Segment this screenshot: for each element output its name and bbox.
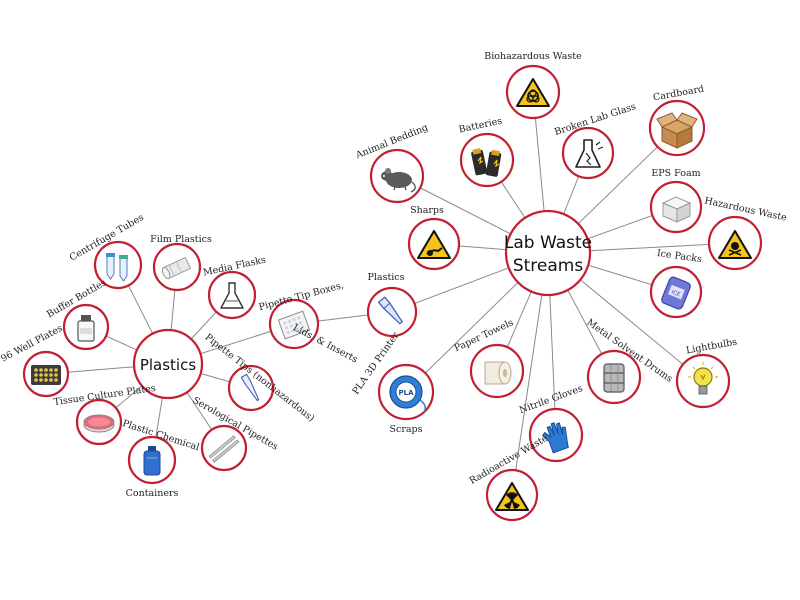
eps-foam-label: EPS Foam (651, 168, 700, 179)
main-hub-label-line2: Streams (513, 256, 584, 276)
pipette-tip-icon (240, 373, 260, 402)
main-hub[interactable]: Lab Waste Streams (504, 209, 592, 297)
main-hub-label-line1: Lab Waste (504, 233, 592, 253)
radiation-sign-icon (495, 482, 529, 511)
biohazard-sign-icon (516, 78, 550, 107)
skull-crossbones-icon (718, 230, 752, 259)
node-solvent-drums[interactable]: Metal Solvent Drums (584, 317, 675, 405)
serological-pipettes-icon (208, 435, 240, 463)
ice-packs-label: Ice Packs (656, 248, 703, 265)
tip-box-icon (277, 310, 311, 340)
batteries-label: Batteries (458, 116, 503, 136)
node-media-flasks[interactable]: Media Flasks (202, 255, 267, 320)
centrifuge-tubes-icon (106, 253, 128, 282)
node-eps-foam[interactable]: EPS Foam (649, 168, 703, 234)
plastics-link-label: Plastics (367, 272, 404, 283)
pla-filament-icon: PLA (389, 375, 427, 413)
sharps-warning-icon (417, 230, 451, 259)
plastics-hub[interactable]: Plastics (132, 328, 204, 400)
mouse-icon (381, 168, 416, 193)
node-pipette-tip-boxes[interactable]: Pipette Tip Boxes, Lids, & Inserts (258, 280, 360, 366)
well-plate-icon (31, 365, 61, 385)
chemical-containers-label2: Containers (126, 488, 179, 499)
node-pla-printer[interactable]: PLA PLA 3D Printer Scraps (350, 330, 435, 435)
node-biohazardous[interactable]: Biohazardous Waste (484, 51, 582, 120)
node-serological[interactable]: Serological Pipettes (191, 395, 280, 472)
biohazardous-label: Biohazardous Waste (484, 51, 582, 62)
glove-icon (542, 422, 569, 454)
node-lightbulbs[interactable]: Lightbulbs (675, 337, 738, 409)
pipette-tip-icon (377, 296, 404, 325)
petri-dish-icon (83, 414, 115, 433)
node-chemical-containers[interactable]: Plastic Chemical Containers (121, 418, 201, 499)
bottle-icon (77, 315, 95, 342)
media-flask-icon (220, 282, 244, 309)
node-animal-bedding[interactable]: Animal Bedding (353, 122, 430, 204)
node-radioactive[interactable]: Radioactive Waste (468, 433, 551, 522)
node-batteries[interactable]: Batteries (458, 116, 515, 188)
lightbulbs-label: Lightbulbs (685, 337, 738, 357)
node-well-plates[interactable]: 96 Well Plates (0, 323, 70, 398)
node-buffer-bottles[interactable]: Buffer Bottles (45, 277, 110, 351)
node-broken-glass[interactable]: Broken Lab Glass (553, 101, 637, 180)
node-plastics-link[interactable]: Plastics (366, 272, 418, 338)
lightbulb-icon (688, 362, 718, 395)
broken-flask-icon (575, 139, 604, 168)
pla-badge: PLA (398, 389, 414, 397)
chemical-jug-icon (143, 446, 161, 476)
cardboard-box-icon (656, 112, 698, 149)
paper-roll-icon (484, 361, 512, 385)
film-roll-icon (161, 256, 192, 280)
ice-pack-icon: ICE (661, 276, 691, 310)
node-hazardous[interactable]: Hazardous Waste (703, 195, 788, 271)
node-paper-towels[interactable]: Paper Towels (453, 317, 525, 399)
sharps-label: Sharps (410, 205, 444, 216)
foam-block-icon (661, 196, 692, 223)
batteries-icon (471, 148, 502, 177)
pla-printer-label2: Scraps (390, 424, 423, 435)
node-film-plastics[interactable]: Film Plastics (150, 234, 212, 292)
plastics-hub-label: Plastics (140, 356, 197, 374)
node-centrifuge-tubes[interactable]: Centrifuge Tubes (68, 212, 146, 290)
node-ice-packs[interactable]: ICE Ice Packs (649, 248, 703, 319)
drum-icon (603, 363, 625, 393)
node-sharps[interactable]: Sharps (407, 205, 461, 271)
film-plastics-label: Film Plastics (150, 234, 212, 245)
svg-text:ICE: ICE (670, 289, 681, 298)
node-cardboard[interactable]: Cardboard (648, 84, 706, 157)
